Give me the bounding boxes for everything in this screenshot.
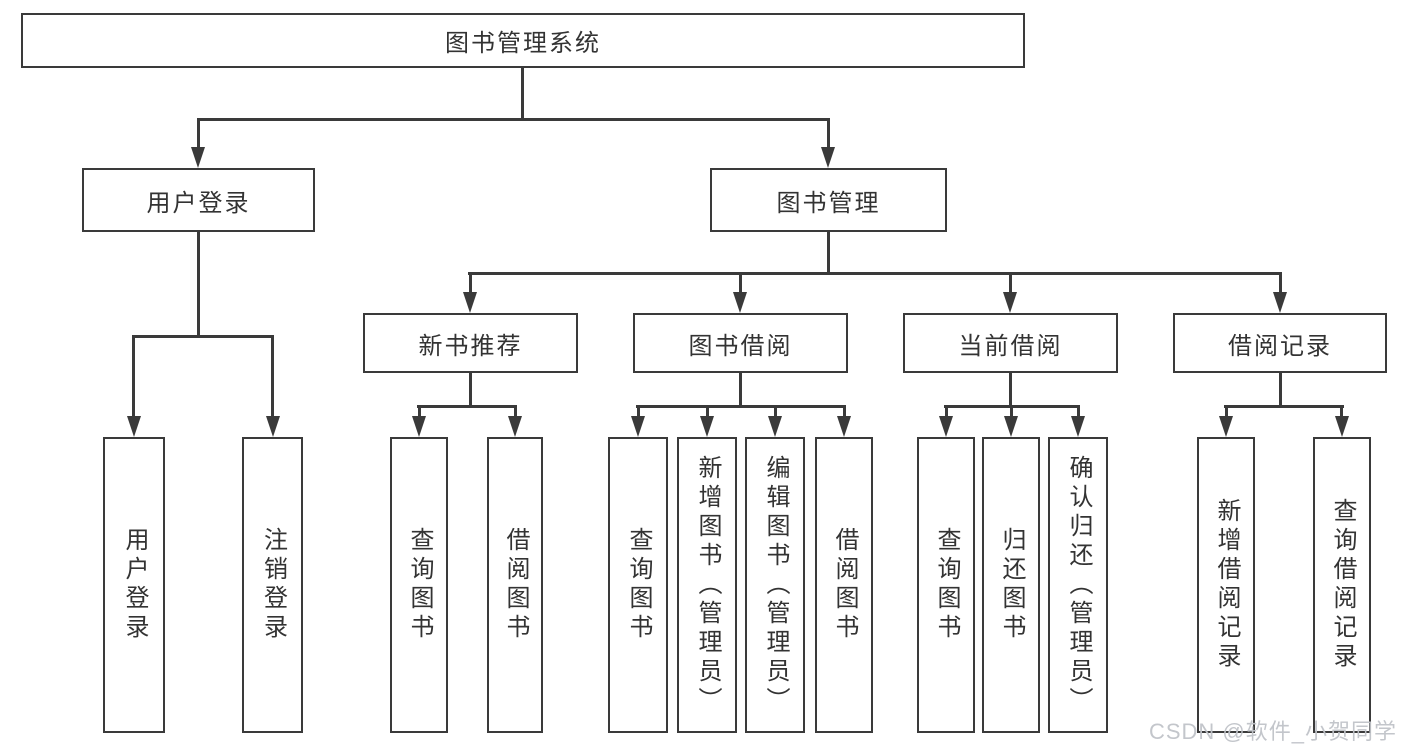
connector-line (1077, 405, 1080, 418)
connector-line (469, 373, 472, 408)
connector-line (132, 335, 274, 338)
connector-line (521, 68, 524, 121)
node-label: 注销登录 (259, 527, 287, 643)
leaf-confirm-return-admin: 确认归还（管理员） (1048, 437, 1108, 733)
leaf-borrow-books-recommend: 借阅图书 (487, 437, 543, 733)
connector-line (1279, 272, 1282, 295)
connector-arrowhead-down (412, 416, 426, 437)
leaf-logout: 注销登录 (242, 437, 303, 733)
watermark-text: CSDN @软件_小贺同学 (1148, 719, 1397, 744)
node-label: 新增借阅记录 (1213, 498, 1240, 672)
connector-arrowhead-down (191, 147, 205, 168)
connector-line (271, 335, 274, 418)
node-label: 用户登录 (121, 527, 148, 643)
node-label: 新书推荐 (418, 332, 523, 360)
connector-line (1279, 373, 1282, 408)
node-label: 当前借阅 (958, 332, 1063, 360)
connector-arrowhead-down (1071, 416, 1085, 437)
connector-line (197, 118, 830, 121)
connector-arrowhead-down (768, 416, 782, 437)
connector-line (637, 405, 640, 418)
node-label: 查询图书 (406, 527, 433, 643)
connector-line (1340, 405, 1343, 418)
connector-arrowhead-down (939, 416, 953, 437)
node-book-management: 图书管理 (710, 168, 947, 232)
connector-line (706, 405, 709, 418)
node-label: 借阅图书 (831, 527, 858, 643)
connector-arrowhead-down (1003, 292, 1017, 313)
connector-line (774, 405, 777, 418)
connector-line (739, 272, 742, 295)
node-book-borrowing: 图书借阅 (633, 313, 848, 373)
leaf-return-books: 归还图书 (982, 437, 1040, 733)
connector-line (417, 405, 517, 408)
node-current-borrowing: 当前借阅 (903, 313, 1118, 373)
node-label: 归还图书 (998, 527, 1025, 643)
connector-arrowhead-down (631, 416, 645, 437)
connector-arrowhead-down (1004, 416, 1018, 437)
leaf-query-books-borrowing: 查询图书 (608, 437, 668, 733)
node-label: 借阅图书 (502, 527, 529, 643)
node-label: 图书借阅 (688, 332, 793, 360)
connector-arrowhead-down (508, 416, 522, 437)
connector-line (1224, 405, 1344, 408)
node-user-login: 用户登录 (82, 168, 315, 232)
node-label: 查询借阅记录 (1329, 498, 1356, 672)
leaf-borrow-books: 借阅图书 (815, 437, 873, 733)
leaf-query-books-current: 查询图书 (917, 437, 975, 733)
leaf-add-books-admin: 新增图书（管理员） (677, 437, 737, 733)
connector-arrowhead-down (463, 292, 477, 313)
connector-line (514, 405, 517, 418)
node-label: 编辑图书（管理员） (762, 454, 789, 716)
connector-arrowhead-down (733, 292, 747, 313)
node-label: 借阅记录 (1228, 332, 1332, 360)
leaf-user-login: 用户登录 (103, 437, 165, 733)
node-label: 查询图书 (625, 527, 652, 643)
node-label: 用户登录 (146, 189, 251, 217)
connector-line (1009, 272, 1012, 295)
connector-line (1010, 405, 1013, 418)
leaf-query-borrow-record: 查询借阅记录 (1313, 437, 1371, 733)
connector-line (469, 272, 472, 295)
leaf-add-borrow-record: 新增借阅记录 (1197, 437, 1255, 733)
connector-arrowhead-down (127, 416, 141, 437)
node-label: 新增图书（管理员） (694, 454, 721, 716)
connector-line (418, 405, 421, 418)
leaf-query-books-recommend: 查询图书 (390, 437, 448, 733)
connector-line (1009, 373, 1012, 408)
node-root: 图书管理系统 (21, 13, 1025, 68)
node-label: 确认归还（管理员） (1065, 454, 1092, 716)
connector-line (197, 118, 200, 150)
connector-line (468, 272, 1282, 275)
node-label: 图书管理系统 (445, 30, 601, 57)
connector-arrowhead-down (700, 416, 714, 437)
connector-line (636, 405, 846, 408)
connector-arrowhead-down (1335, 416, 1349, 437)
connector-arrowhead-down (1219, 416, 1233, 437)
connector-arrowhead-down (1273, 292, 1287, 313)
connector-line (132, 335, 135, 418)
connector-arrowhead-down (837, 416, 851, 437)
node-new-book-recommendation: 新书推荐 (363, 313, 578, 373)
leaf-edit-books-admin: 编辑图书（管理员） (745, 437, 805, 733)
node-label: 图书管理 (776, 189, 881, 217)
connector-line (197, 232, 200, 338)
connector-line (739, 373, 742, 408)
connector-line (843, 405, 846, 418)
connector-arrowhead-down (821, 147, 835, 168)
connector-arrowhead-down (266, 416, 280, 437)
node-label: 查询图书 (933, 527, 960, 643)
connector-line (827, 232, 830, 275)
connector-line (1225, 405, 1228, 418)
node-borrowing-records: 借阅记录 (1173, 313, 1387, 373)
connector-line (827, 118, 830, 150)
connector-line (945, 405, 948, 418)
